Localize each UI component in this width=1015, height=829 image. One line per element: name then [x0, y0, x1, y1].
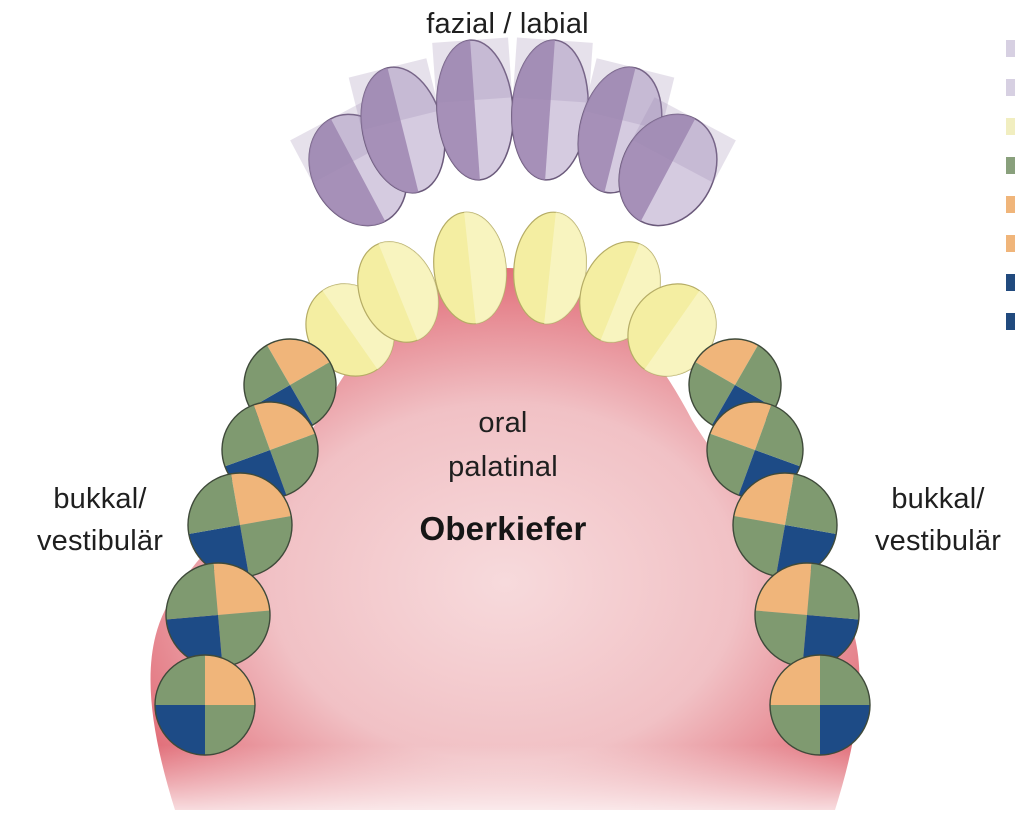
- legend-swatch: [1006, 118, 1015, 135]
- legend-swatch: [1006, 274, 1015, 291]
- label-left-vestibular: vestibulär: [0, 522, 200, 560]
- facial-incisors: [290, 38, 736, 243]
- label-oberkiefer: Oberkiefer: [383, 510, 623, 548]
- label-oral: oral: [383, 404, 623, 442]
- legend-swatch: [1006, 313, 1015, 330]
- legend-swatch: [1006, 79, 1015, 96]
- label-left-bukkal: bukkal/: [0, 480, 200, 518]
- facial-incisor-tooth: [432, 38, 518, 183]
- legend-swatch: [1006, 157, 1015, 174]
- palate-fade: [140, 745, 870, 829]
- label-right-bukkal: bukkal/: [852, 480, 1015, 518]
- color-legend: [1006, 40, 1015, 352]
- label-right-vestibular: vestibulär: [852, 522, 1015, 560]
- label-facial-labial: fazial / labial: [0, 8, 1015, 41]
- legend-swatch: [1006, 235, 1015, 252]
- label-palatinal: palatinal: [383, 448, 623, 486]
- legend-swatch: [1006, 40, 1015, 57]
- legend-swatch: [1006, 196, 1015, 213]
